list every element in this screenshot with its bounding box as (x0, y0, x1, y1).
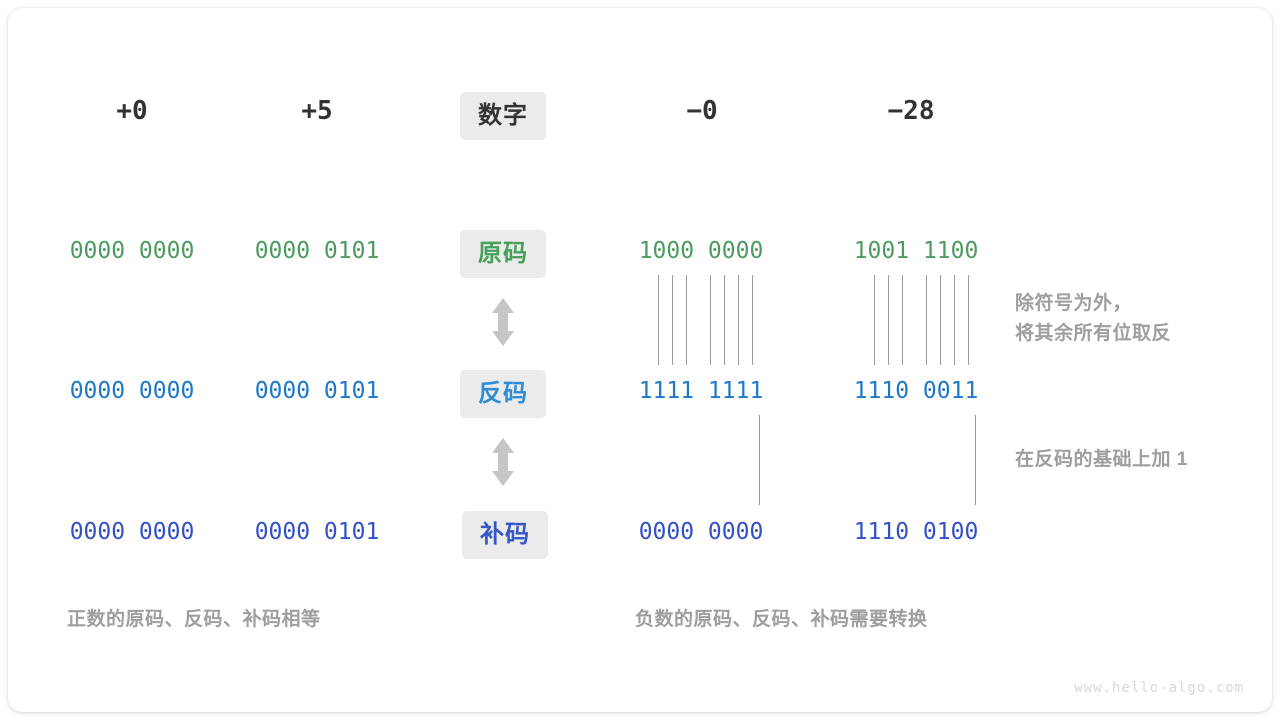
ones-complement-value-minus-twentyeight: 1110 0011 (853, 378, 979, 404)
true-form-value-plus-zero: 0000 0000 (69, 238, 195, 264)
twos-complement-value-plus-five: 0000 0101 (254, 519, 380, 545)
twos-complement-value-minus-zero: 0000 0000 (638, 519, 764, 545)
header-value-minus-twentyeight: −28 (887, 96, 935, 126)
twos-complement-value-minus-twentyeight: 1110 0100 (853, 519, 979, 545)
connector-line (752, 275, 753, 365)
connector-line (710, 275, 711, 365)
annotation-add-one: 在反码的基础上加 1 (1015, 449, 1188, 470)
connector-line (940, 275, 941, 365)
connector-line (975, 415, 976, 505)
caption-positive-numbers: 正数的原码、反码、补码相等 (67, 609, 321, 630)
connector-line (759, 415, 760, 505)
true-form-value-plus-five: 0000 0101 (254, 238, 380, 264)
connector-line (926, 275, 927, 365)
connector-line (888, 275, 889, 365)
header-value-plus-zero: +0 (116, 96, 148, 126)
connector-line (672, 275, 673, 365)
twos-complement-value-plus-zero: 0000 0000 (69, 519, 195, 545)
row-label-ones-complement: 反码 (460, 370, 546, 418)
connector-line (874, 275, 875, 365)
row-label-twos-complement: 补码 (462, 511, 548, 559)
row-label-true-form: 原码 (460, 230, 546, 278)
caption-negative-numbers: 负数的原码、反码、补码需要转换 (635, 609, 928, 630)
double-arrow-icon-invert (490, 297, 516, 352)
annotation-invert-bits: 除符号为外， 将其余所有位取反 (1015, 293, 1172, 344)
connector-line (954, 275, 955, 365)
double-arrow-icon-add-one (490, 437, 516, 492)
connector-line (968, 275, 969, 365)
ones-complement-value-plus-five: 0000 0101 (254, 378, 380, 404)
row-label-number: 数字 (460, 92, 546, 140)
true-form-value-minus-twentyeight: 1001 1100 (853, 238, 979, 264)
connector-line (902, 275, 903, 365)
connector-line (724, 275, 725, 365)
ones-complement-value-plus-zero: 0000 0000 (69, 378, 195, 404)
connector-line (738, 275, 739, 365)
ones-complement-value-minus-zero: 1111 1111 (638, 378, 764, 404)
watermark-url: www.hello-algo.com (1074, 680, 1244, 696)
true-form-value-minus-zero: 1000 0000 (638, 238, 764, 264)
diagram-card: +0 +5 数字 −0 −28 0000 0000 0000 0101 原码 1… (8, 8, 1272, 712)
header-value-plus-five: +5 (301, 96, 333, 126)
connector-line (658, 275, 659, 365)
header-value-minus-zero: −0 (686, 96, 718, 126)
connector-line (686, 275, 687, 365)
